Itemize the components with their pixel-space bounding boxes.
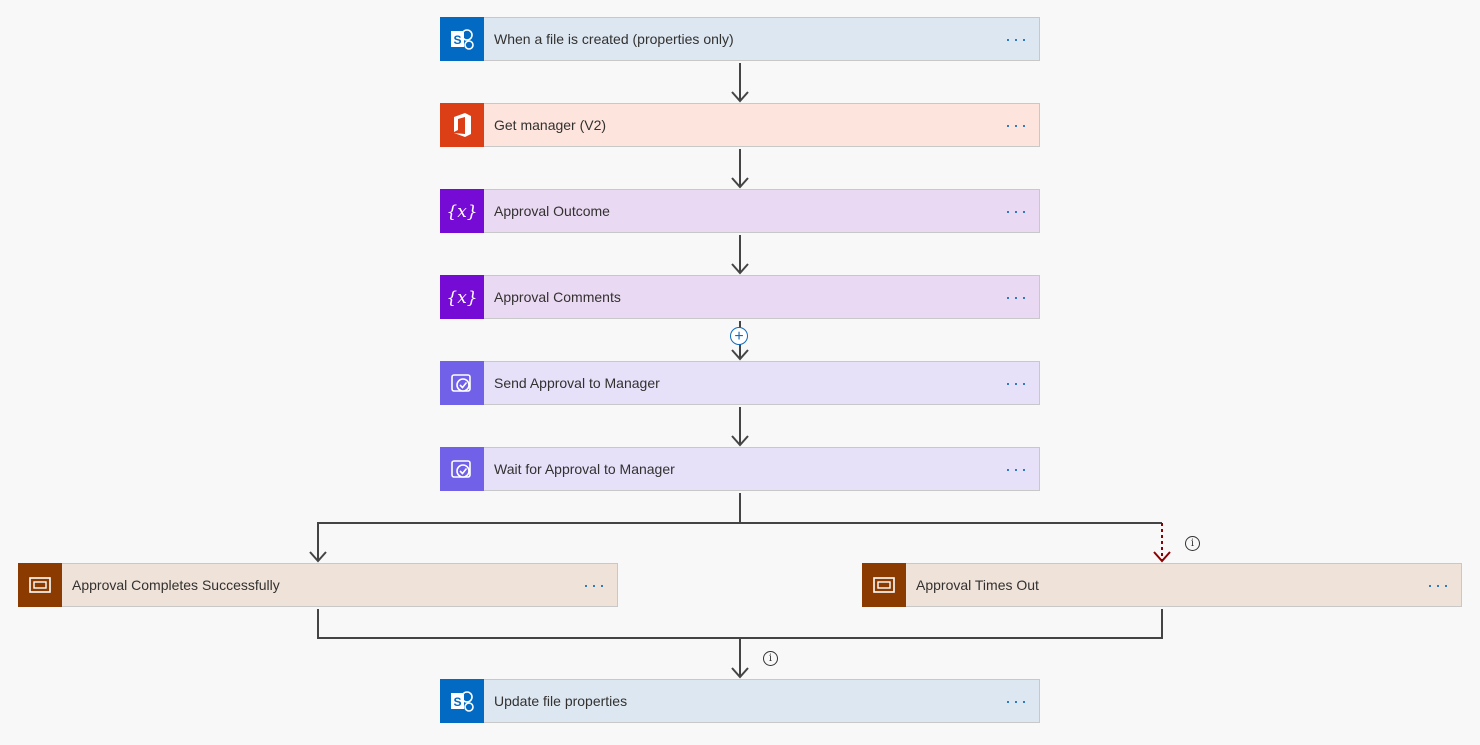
sharepoint-icon: S xyxy=(440,16,484,61)
svg-text:{x}: {x} xyxy=(446,288,477,308)
insert-step-button[interactable]: + xyxy=(730,327,748,345)
approval-icon xyxy=(440,360,484,405)
step-card-scope-success[interactable]: Approval Completes Successfully ··· xyxy=(18,562,618,607)
step-card-trigger[interactable]: S When a file is created (properties onl… xyxy=(440,16,1040,61)
svg-text:{x}: {x} xyxy=(446,202,477,222)
svg-text:S: S xyxy=(453,33,461,47)
office365-icon xyxy=(440,102,484,147)
more-options-button[interactable]: ··· xyxy=(1005,286,1029,307)
step-card-scope-timeout[interactable]: Approval Times Out ··· xyxy=(862,562,1462,607)
step-label: Wait for Approval to Manager xyxy=(494,461,675,477)
variable-icon: {x} xyxy=(440,274,484,319)
step-label: Approval Outcome xyxy=(494,203,610,219)
more-options-button[interactable]: ··· xyxy=(1005,690,1029,711)
step-label: Approval Completes Successfully xyxy=(72,577,280,593)
step-label: When a file is created (properties only) xyxy=(494,31,734,47)
svg-text:S: S xyxy=(453,695,461,709)
more-options-button[interactable]: ··· xyxy=(1005,372,1029,393)
step-label: Get manager (V2) xyxy=(494,117,607,133)
more-options-button[interactable]: ··· xyxy=(1005,28,1029,49)
approval-icon xyxy=(440,446,484,491)
step-label: Update file properties xyxy=(494,693,628,709)
more-options-button[interactable]: ··· xyxy=(1005,458,1029,479)
step-label: Send Approval to Manager xyxy=(494,375,660,391)
step-card-send-approval[interactable]: Send Approval to Manager ··· xyxy=(440,360,1040,405)
more-options-button[interactable]: ··· xyxy=(1427,574,1451,595)
variable-icon: {x} xyxy=(440,188,484,233)
step-card-approval-comments[interactable]: {x} Approval Comments ··· xyxy=(440,274,1040,319)
step-card-update-file[interactable]: S Update file properties ··· xyxy=(440,678,1040,723)
info-icon[interactable]: i xyxy=(763,651,778,666)
step-card-wait-approval[interactable]: Wait for Approval to Manager ··· xyxy=(440,446,1040,491)
info-icon[interactable]: i xyxy=(1185,536,1200,551)
sharepoint-icon: S xyxy=(440,678,484,723)
step-label: Approval Times Out xyxy=(916,577,1039,593)
more-options-button[interactable]: ··· xyxy=(583,574,607,595)
step-card-get-manager[interactable]: Get manager (V2) ··· xyxy=(440,102,1040,147)
step-card-approval-outcome[interactable]: {x} Approval Outcome ··· xyxy=(440,188,1040,233)
scope-icon xyxy=(862,562,906,607)
step-label: Approval Comments xyxy=(494,289,621,305)
more-options-button[interactable]: ··· xyxy=(1005,200,1029,221)
scope-icon xyxy=(18,562,62,607)
more-options-button[interactable]: ··· xyxy=(1005,114,1029,135)
